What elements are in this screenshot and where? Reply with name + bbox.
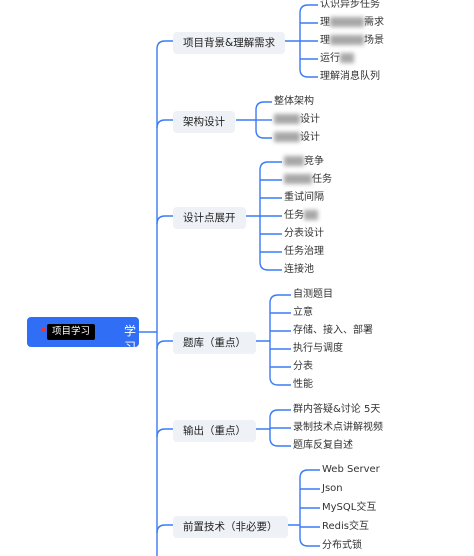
root-node[interactable]: 项目学习 学习 bbox=[27, 317, 139, 354]
leaf-message-queue[interactable]: 理解消息队列 bbox=[320, 71, 380, 82]
leaf-connection-pool[interactable]: 连接池 bbox=[284, 264, 314, 275]
leaf-distributed-lock[interactable]: 分布式锁 bbox=[322, 540, 362, 551]
leaf-self-test[interactable]: 自测题目 bbox=[293, 289, 333, 300]
connector-line bbox=[255, 129, 272, 139]
leaf-design-b[interactable]: 设计 bbox=[274, 131, 320, 145]
connector-line bbox=[299, 4, 318, 14]
leaf-task[interactable]: 任务 bbox=[284, 173, 332, 187]
branch-background[interactable]: 项目背景&理解需求 bbox=[173, 32, 286, 54]
leaf-retry-interval[interactable]: 重试间隔 bbox=[284, 192, 324, 203]
branch-design-points[interactable]: 设计点展开 bbox=[173, 207, 246, 229]
leaf-scenario[interactable]: 理场景 bbox=[320, 35, 384, 46]
branch-architecture[interactable]: 架构设计 bbox=[173, 111, 235, 133]
connector-line bbox=[156, 340, 173, 350]
connector-line bbox=[269, 294, 291, 304]
connector-line bbox=[156, 428, 173, 438]
connector-line bbox=[269, 376, 291, 386]
leaf-overall-arch[interactable]: 整体架构 bbox=[274, 96, 314, 107]
leaf-qa-discussion[interactable]: 群内答疑&讨论 5天 bbox=[293, 404, 381, 415]
leaf-self-narration[interactable]: 题库反复自述 bbox=[293, 440, 353, 451]
connector-line bbox=[299, 68, 318, 78]
leaf-scheduling[interactable]: 执行与调度 bbox=[293, 343, 343, 354]
connector-line bbox=[156, 215, 173, 225]
leaf-run[interactable]: 运行 bbox=[320, 52, 354, 66]
connector-line bbox=[299, 537, 320, 547]
connector-line bbox=[156, 119, 173, 129]
leaf-json[interactable]: Json bbox=[322, 483, 343, 494]
leaf-requirement[interactable]: 理需求 bbox=[320, 17, 384, 28]
leaf-web-server[interactable]: Web Server bbox=[322, 464, 380, 475]
leaf-sharding[interactable]: 分表设计 bbox=[284, 228, 324, 239]
connector-line bbox=[259, 161, 282, 171]
connector-line bbox=[259, 261, 282, 271]
connector-line bbox=[269, 409, 291, 419]
root-tag: 项目学习 bbox=[47, 324, 96, 340]
leaf-storage[interactable]: 存储、接入、部署 bbox=[293, 325, 373, 336]
leaf-redis[interactable]: Redis交互 bbox=[322, 521, 369, 532]
red-marker-icon bbox=[41, 327, 46, 332]
leaf-task-governance[interactable]: 任务治理 bbox=[284, 246, 324, 257]
connector-line bbox=[156, 40, 173, 50]
branch-output[interactable]: 输出（重点） bbox=[173, 420, 256, 442]
branch-question-bank[interactable]: 题库（重点） bbox=[173, 332, 256, 354]
leaf-purpose[interactable]: 立意 bbox=[293, 307, 313, 318]
leaf-performance[interactable]: 性能 bbox=[293, 379, 313, 390]
root-label: 学习 bbox=[124, 324, 137, 354]
connector-line bbox=[156, 524, 173, 534]
leaf-design-a[interactable]: 设计 bbox=[274, 113, 320, 127]
connector-line bbox=[269, 437, 291, 447]
branch-prerequisites[interactable]: 前置技术（非必要） bbox=[173, 516, 288, 538]
connector-line bbox=[299, 469, 320, 479]
leaf-mysql[interactable]: MySQL交互 bbox=[322, 502, 377, 513]
leaf-competition[interactable]: 竞争 bbox=[284, 155, 324, 169]
leaf-record-video[interactable]: 录制技术点讲解视频 bbox=[293, 422, 383, 433]
leaf-table-split[interactable]: 分表 bbox=[293, 361, 313, 372]
connector-line bbox=[255, 101, 272, 111]
leaf-task-x[interactable]: 任务 bbox=[284, 209, 318, 223]
leaf-async-task[interactable]: 认识异步任务 bbox=[320, 0, 380, 10]
